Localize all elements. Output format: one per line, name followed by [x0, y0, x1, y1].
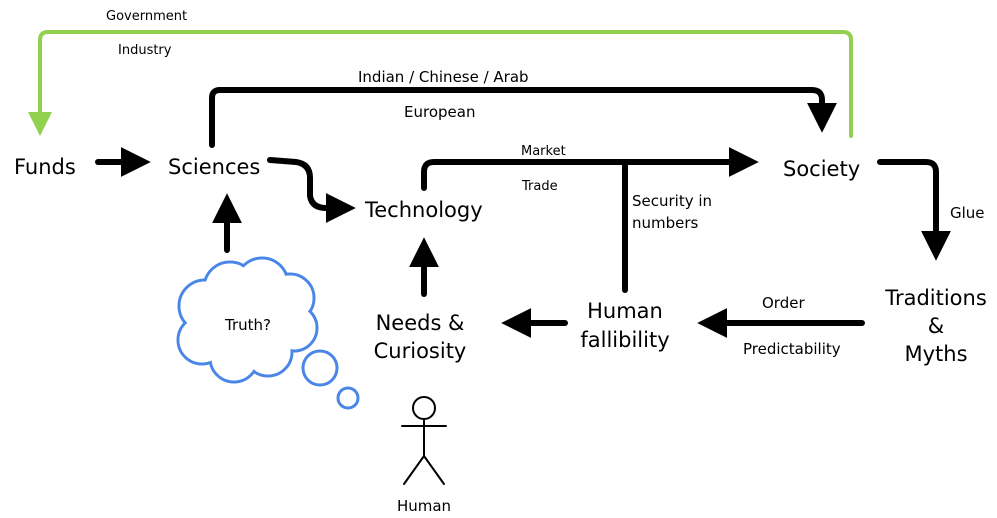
- label-industry: Industry: [118, 43, 172, 58]
- node-society: Society: [783, 157, 860, 181]
- node-traditions-line3: Myths: [904, 342, 967, 366]
- node-funds: Funds: [14, 155, 76, 179]
- node-human-fallibility-line2: fallibility: [580, 328, 669, 352]
- society-to-traditions-arrow: [877, 159, 951, 261]
- node-human-fallibility: Human fallibility: [580, 299, 669, 352]
- label-trade: Trade: [521, 179, 558, 194]
- node-needs-curiosity: Needs & Curiosity: [374, 311, 467, 363]
- label-market: Market: [521, 144, 566, 159]
- label-indian-chinese-arab: Indian / Chinese / Arab: [358, 68, 529, 86]
- label-security-line2: numbers: [632, 214, 699, 232]
- truth-label: Truth?: [224, 316, 271, 334]
- node-traditions-line2: &: [928, 314, 944, 338]
- node-traditions-line1: Traditions: [884, 286, 987, 310]
- node-technology: Technology: [364, 198, 483, 222]
- node-human-fallibility-line1: Human: [587, 299, 663, 323]
- label-order: Order: [762, 294, 805, 312]
- node-needs-line2: Curiosity: [374, 339, 467, 363]
- human-figure-icon: [401, 396, 447, 485]
- funding-loop-arrow: [28, 30, 853, 138]
- label-government: Government: [106, 9, 187, 24]
- label-european: European: [404, 103, 475, 121]
- label-predictability: Predictability: [743, 340, 841, 358]
- node-needs-line1: Needs &: [376, 311, 465, 335]
- label-security-line1: Security in: [632, 192, 712, 210]
- technology-to-society-arrow: [421, 147, 759, 191]
- thought-bubble: [176, 256, 360, 410]
- human-figure-label: Human: [397, 497, 451, 515]
- node-traditions-myths: Traditions & Myths: [884, 286, 987, 366]
- label-glue: Glue: [950, 204, 985, 222]
- sciences-to-society-arrow: [209, 87, 837, 148]
- sciences-to-technology-arrow: [267, 157, 356, 223]
- node-sciences: Sciences: [168, 155, 260, 179]
